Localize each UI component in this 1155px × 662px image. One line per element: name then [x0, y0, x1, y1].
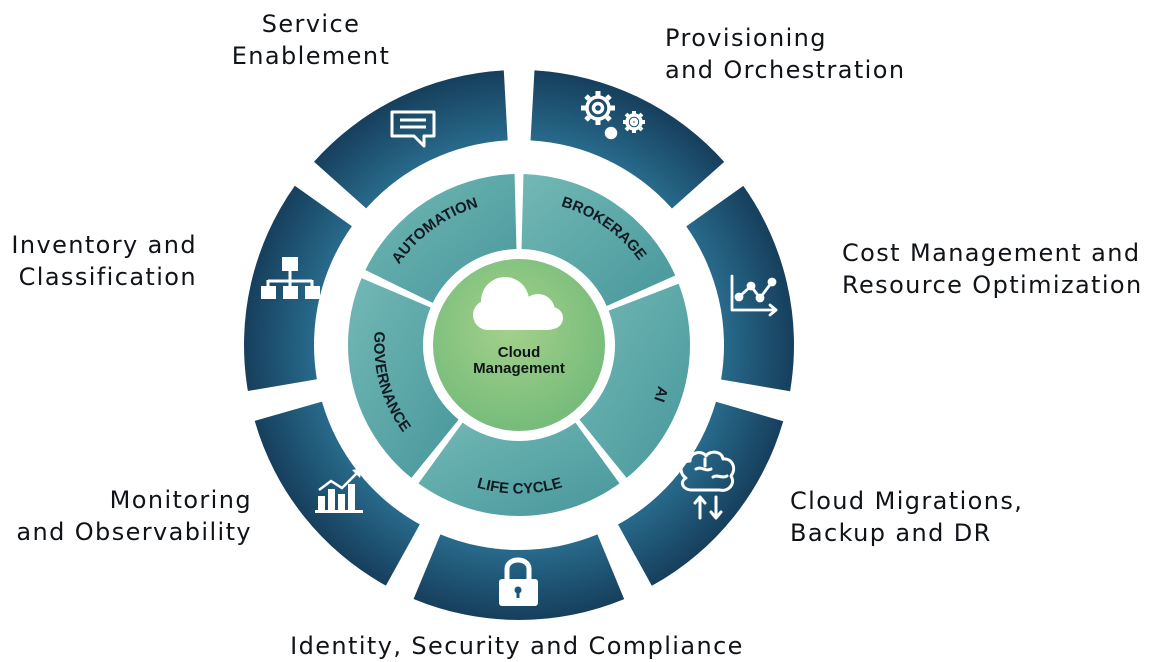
center-hub: Cloud Management [433, 259, 605, 431]
inner-segment-ai [579, 283, 690, 478]
label-identity-security: Identity, Security and Compliance [290, 632, 744, 660]
outer-ring [244, 70, 794, 620]
label-cost-management: Cost Management and Resource Optimizatio… [842, 239, 1143, 299]
segment-service-enablement [313, 70, 508, 209]
chat-document-icon [390, 110, 436, 148]
hierarchy-icon [261, 257, 320, 299]
segment-cost-management [686, 185, 794, 392]
inner-segment-governance [347, 278, 459, 478]
label-monitoring-observability: Monitoring and Observability [16, 486, 252, 546]
segment-cloud-migrations [618, 401, 784, 586]
label-provisioning-orchestration: Provisioning and Orchestration [665, 24, 906, 84]
cloud-icon [473, 277, 563, 330]
label-cloud-migrations: Cloud Migrations, Backup and DR [790, 487, 1024, 547]
label-inventory-classification: Inventory and Classification [11, 231, 197, 291]
inner-segment-brokerage [521, 174, 676, 306]
line-chart-icon [730, 274, 778, 317]
inner-segment-automation [365, 174, 517, 303]
inner-ring [347, 174, 690, 517]
center-title-line2: Management [473, 360, 565, 377]
padlock-icon [499, 557, 538, 606]
brain-sync-icon [679, 450, 736, 520]
bar-trend-icon [315, 468, 363, 513]
segment-monitoring [254, 401, 420, 586]
label-service-enablement: Service Enablement [231, 10, 391, 70]
inner-segment-life-cycle [418, 422, 620, 517]
segment-identity-security [413, 534, 625, 620]
segment-provisioning [530, 70, 725, 209]
center-title-line1: Cloud [498, 344, 541, 361]
inner-label-life-cycle: LIFE CYCLE [475, 474, 564, 497]
gears-icon [581, 91, 645, 140]
